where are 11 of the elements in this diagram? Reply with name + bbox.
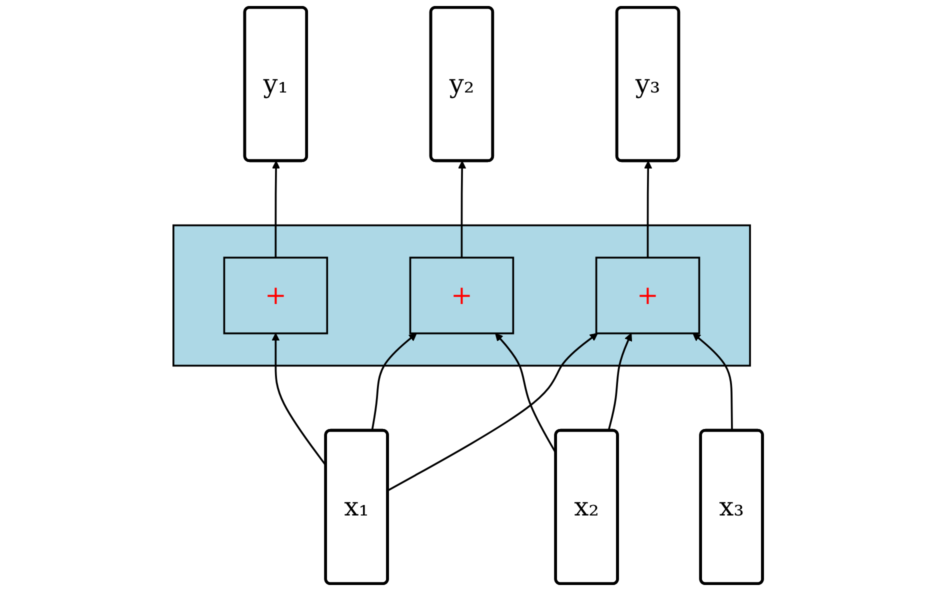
arrow bbox=[608, 333, 632, 432]
arrow bbox=[388, 333, 598, 492]
arrow bbox=[272, 160, 280, 258]
node-box: + bbox=[595, 256, 700, 334]
arrow bbox=[371, 333, 417, 431]
arrow bbox=[692, 333, 733, 431]
arrow bbox=[644, 160, 652, 258]
arrow bbox=[458, 160, 466, 258]
node-box: + bbox=[409, 256, 514, 334]
node-box: + bbox=[223, 256, 328, 334]
cluster bbox=[172, 224, 751, 367]
